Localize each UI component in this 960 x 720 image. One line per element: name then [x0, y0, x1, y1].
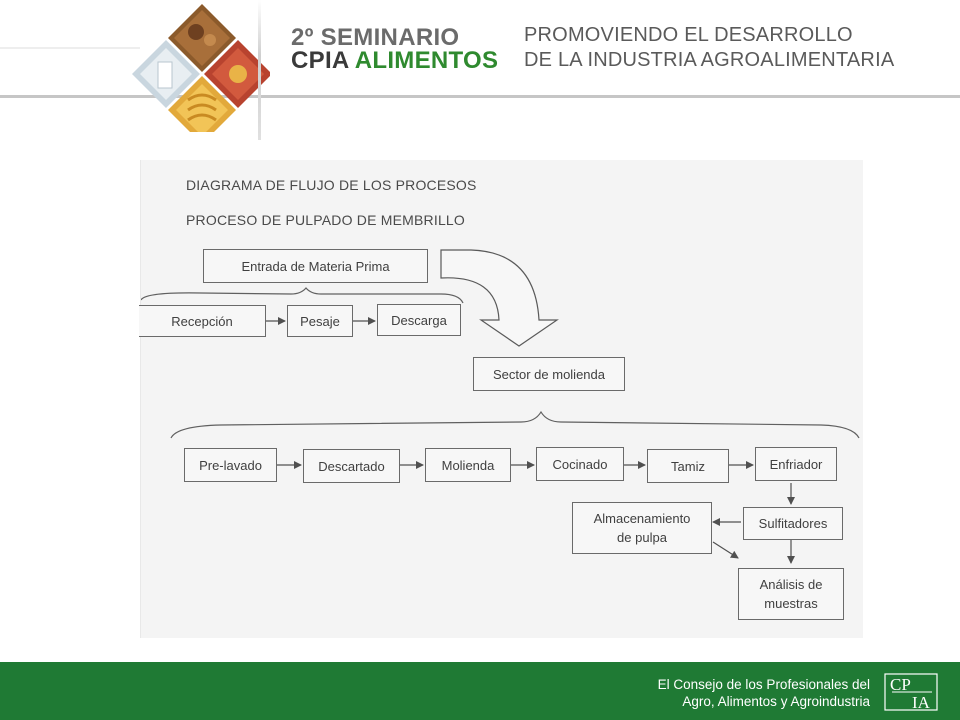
flow-diagram: DIAGRAMA DE FLUJO DE LOS PROCESOS PROCES… [139, 160, 863, 638]
header-divider [258, 0, 261, 140]
header-stripe-bottom [0, 95, 960, 98]
big-curved-arrow [440, 249, 559, 347]
node-molienda: Molienda [425, 448, 511, 482]
node-descarga: Descarga [377, 304, 461, 336]
seminar-logo-image [132, 4, 270, 132]
brace-top [141, 287, 464, 304]
node-descartado: Descartado [303, 449, 400, 483]
cpia-logo-text-bottom: IA [912, 693, 931, 711]
node-sector-molienda: Sector de molienda [473, 357, 625, 391]
diagram-title-2: PROCESO DE PULPADO DE MEMBRILLO [186, 212, 466, 228]
seminar-title-alimentos: ALIMENTOS [348, 47, 499, 74]
seminar-title-cpia: CPIA [291, 47, 349, 74]
footer: El Consejo de los Profesionales del Agro… [0, 662, 960, 720]
slogan-line1: PROMOVIENDO EL DESARROLLO [524, 24, 853, 46]
header-stripe-top [0, 47, 140, 49]
cpia-logo-text-top: CP [890, 675, 911, 694]
diagram-title-1: DIAGRAMA DE FLUJO DE LOS PROCESOS [186, 177, 477, 193]
brace-bottom [170, 410, 860, 439]
slogan-line2: DE LA INDUSTRIA AGROALIMENTARIA [524, 49, 895, 71]
cpia-logo: CP IA [884, 673, 938, 711]
node-enfriador: Enfriador [755, 447, 837, 481]
node-cocinado: Cocinado [536, 447, 624, 481]
node-sulfitadores: Sulfitadores [743, 507, 843, 540]
flow-connectors [141, 249, 860, 564]
footer-text-line1: El Consejo de los Profesionales del [657, 677, 870, 692]
seminar-title-line1: 2º SEMINARIO [291, 24, 460, 51]
node-entrada-materia-prima: Entrada de Materia Prima [203, 249, 428, 283]
arrow-almacenamiento-analisis [712, 541, 739, 559]
header: 2º SEMINARIO CPIA ALIMENTOS PROMOVIENDO … [0, 0, 960, 140]
seminar-title-line2: CPIA ALIMENTOS [291, 47, 498, 75]
node-analisis-muestras: Análisis de muestras [738, 568, 844, 620]
node-prelavado: Pre-lavado [184, 448, 277, 482]
node-almacenamiento-pulpa: Almacenamiento de pulpa [572, 502, 712, 554]
node-pesaje: Pesaje [287, 305, 353, 337]
footer-text-line2: Agro, Alimentos y Agroindustria [682, 694, 870, 709]
node-tamiz: Tamiz [647, 449, 729, 483]
node-recepcion: Recepción [139, 305, 266, 337]
